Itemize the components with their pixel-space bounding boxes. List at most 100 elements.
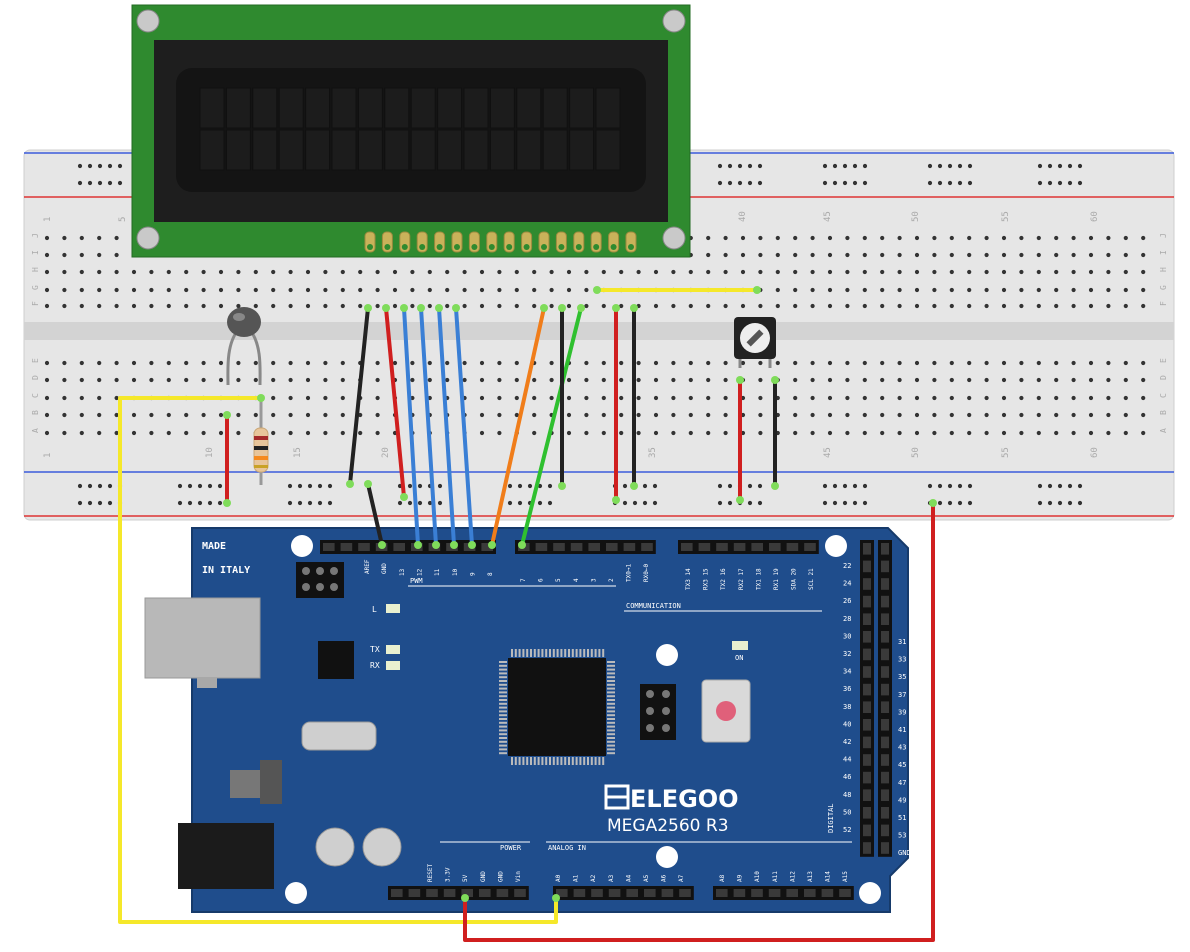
chip-pin	[560, 649, 563, 657]
breadboard-hole	[584, 430, 589, 436]
header-socket	[786, 889, 798, 897]
header-socket	[514, 889, 526, 897]
column-number: 50	[911, 211, 921, 222]
breadboard-hole	[340, 395, 345, 401]
breadboard-hole	[44, 252, 50, 258]
wire-end	[432, 541, 440, 549]
breadboard-hole	[967, 303, 972, 309]
lcd-cell	[384, 129, 410, 171]
header-socket	[881, 648, 889, 661]
wire-end	[461, 894, 469, 902]
breadboard-hole	[1071, 377, 1076, 383]
rail-hole	[177, 500, 183, 506]
rail-hole	[397, 500, 403, 506]
header-socket	[481, 543, 493, 551]
lcd-pin-hole	[401, 244, 408, 250]
breadboard-hole	[706, 269, 711, 275]
breadboard-hole	[1123, 269, 1128, 275]
lcd-pin-hole	[593, 244, 600, 250]
rail-hole	[717, 483, 723, 489]
lcd-screw	[136, 226, 160, 250]
breadboard-hole	[392, 303, 398, 309]
breadboard-hole	[532, 377, 537, 383]
breadboard-hole	[410, 360, 415, 366]
breadboard-hole	[723, 303, 728, 309]
header-socket	[570, 543, 583, 551]
lcd-cell	[569, 129, 595, 171]
breadboard-hole	[1141, 430, 1146, 436]
lcd-cell	[437, 129, 463, 171]
breadboard-hole	[967, 412, 972, 418]
rail-hole	[1067, 500, 1073, 506]
breadboard-hole	[340, 269, 345, 275]
lcd-cell	[305, 129, 331, 171]
chip-pin	[607, 729, 615, 732]
breadboard-hole	[584, 377, 589, 383]
chip-pin	[499, 691, 507, 694]
header-socket	[863, 560, 871, 573]
breadboard-hole	[1001, 235, 1007, 241]
pin-label: 47	[898, 779, 906, 787]
header-socket	[553, 543, 565, 551]
breadboard-hole	[1106, 430, 1111, 436]
header-socket	[881, 613, 889, 625]
breadboard-hole	[1088, 303, 1094, 309]
chip-pin	[499, 752, 507, 755]
breadboard-hole	[114, 303, 119, 309]
chip-pin	[499, 702, 507, 705]
chip-pin	[533, 757, 536, 765]
breadboard-hole	[740, 269, 746, 275]
breadboard-hole	[323, 269, 328, 275]
breadboard-hole	[97, 287, 102, 293]
icsp-pin	[302, 583, 310, 591]
wire-end	[577, 304, 585, 312]
rail-hole	[832, 180, 838, 186]
crystal	[301, 721, 377, 751]
wire-end	[593, 286, 601, 294]
pin-label: TX3 14	[685, 568, 692, 590]
rail-hole	[1037, 180, 1043, 186]
rail-hole	[1077, 180, 1083, 186]
rail-hole	[652, 500, 658, 506]
breadboard-hole	[862, 303, 867, 309]
pin-label: TX0→1	[626, 564, 633, 582]
header-socket	[863, 789, 871, 801]
header-socket	[821, 889, 834, 897]
breadboard-hole	[793, 412, 798, 418]
rail-hole	[1047, 163, 1053, 169]
breadboard-hole	[601, 360, 606, 366]
wire-end	[223, 411, 231, 419]
breadboard-hole	[793, 269, 798, 275]
rail-hole	[117, 180, 123, 186]
breadboard-hole	[636, 430, 641, 436]
breadboard-hole	[862, 287, 867, 293]
breadboard-hole	[497, 412, 502, 418]
breadboard-hole	[706, 252, 711, 258]
wire-yellow	[118, 396, 558, 924]
in-italy-label: IN ITALY	[202, 565, 250, 576]
breadboard-hole	[827, 235, 833, 241]
breadboard-hole	[1019, 430, 1024, 436]
rail-hole	[87, 500, 93, 506]
breadboard-hole	[897, 252, 902, 258]
lcd-pin-hole	[488, 244, 495, 250]
pin-label: 51	[898, 814, 906, 822]
breadboard-hole	[619, 395, 624, 401]
breadboard-hole	[949, 360, 954, 366]
breadboard-hole	[880, 252, 885, 258]
breadboard-hole	[1141, 360, 1146, 366]
reset-button-cap[interactable]	[716, 701, 736, 721]
pin-label: A3	[608, 874, 615, 882]
rail-hole	[507, 500, 513, 506]
breadboard-hole	[218, 303, 224, 309]
breadboard-hole	[967, 252, 972, 258]
breadboard-hole	[358, 269, 363, 275]
rail-hole	[1077, 483, 1083, 489]
chip-pin	[607, 691, 615, 694]
rail-hole	[717, 163, 723, 169]
breadboard-hole	[636, 269, 641, 275]
power-label: POWER	[500, 844, 522, 852]
breadboard-hole	[532, 430, 537, 436]
header-digital-0-7	[515, 540, 656, 554]
header-socket	[881, 631, 889, 643]
